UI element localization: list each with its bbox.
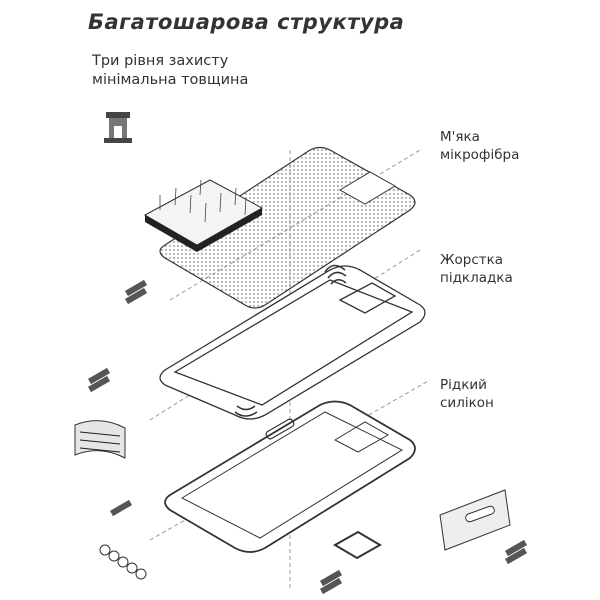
side-button-detail [439, 489, 511, 551]
tower-icon [104, 112, 132, 143]
subtitle-line-2: мінімальна товщина [92, 72, 249, 88]
subtitle: Три рівня захисту мінімальна товщина [92, 52, 248, 90]
microfiber-layer [143, 146, 416, 309]
corner-detail [74, 420, 126, 459]
layer-label-line: силікон [440, 395, 494, 411]
camera-detail [333, 530, 382, 560]
layer-label-microfiber: М'яка мікрофібра [440, 128, 519, 164]
layer-label-hard-shell: Жорстка підкладка [440, 251, 513, 287]
layer-label-line: Рідкий [440, 377, 487, 393]
hard-shell-layer [159, 264, 426, 420]
layer-label-silicone: Рідкий силікон [440, 376, 494, 412]
spec-tags [87, 279, 528, 595]
page-title: Багатошарова структура [88, 10, 405, 34]
silicone-layer [164, 400, 416, 553]
layer-label-line: підкладка [440, 270, 513, 286]
layer-label-line: мікрофібра [440, 147, 520, 163]
subtitle-line-1: Три рівня захисту [92, 53, 229, 69]
buttons-detail [99, 544, 147, 580]
layer-label-line: Жорстка [440, 252, 504, 268]
layer-label-line: М'яка [440, 129, 480, 145]
